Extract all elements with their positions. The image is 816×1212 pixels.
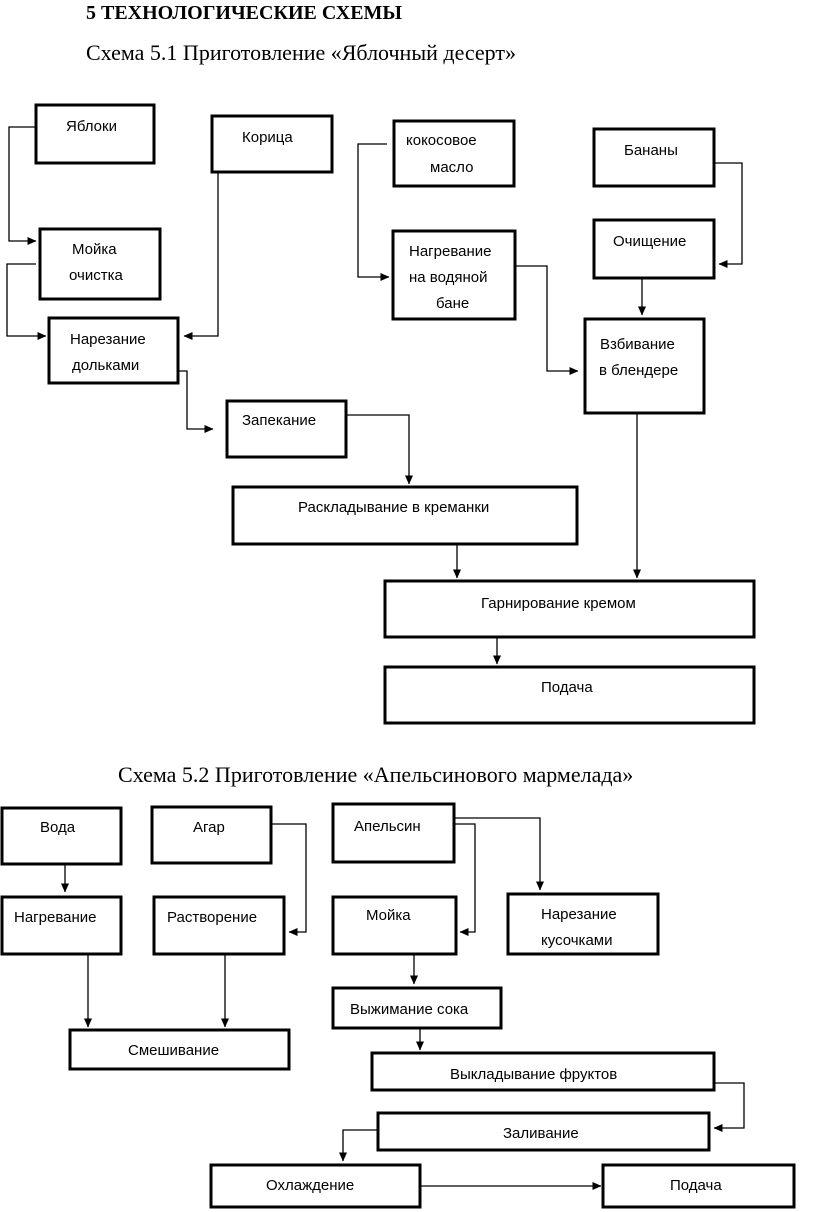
node-heating-label-1: Нагревание <box>409 243 491 260</box>
node-slicing-label-2: дольками <box>72 357 139 374</box>
node-mixing-label: Смешивание <box>128 1042 219 1059</box>
node-coconut-oil-label-2: масло <box>430 159 473 176</box>
node-whipping-label-1: Взбивание <box>600 336 675 353</box>
node-mixing <box>68 1028 291 1071</box>
node-pouring <box>376 1111 711 1152</box>
node-laying-fruit-label: Выкладывание фруктов <box>450 1066 617 1083</box>
node-agar-label: Агар <box>193 819 225 836</box>
edge-slicing-baking <box>178 370 214 433</box>
node-washing-label-2: очистка <box>69 267 123 284</box>
node-dissolving <box>152 895 286 956</box>
node-washing-2-label: Мойка <box>366 907 411 924</box>
node-agar <box>150 805 273 865</box>
node-heating-water-bath <box>391 229 517 321</box>
node-apples <box>34 103 156 165</box>
scheme-1-caption: Схема 5.1 Приготовление «Яблочный десерт… <box>86 40 516 65</box>
node-garnishing-label: Гарнирование кремом <box>481 595 636 612</box>
node-cooling-label: Охлаждение <box>266 1177 354 1194</box>
edge-cinnamon-slicing <box>183 172 219 340</box>
node-orange <box>331 802 456 864</box>
node-garnishing <box>383 579 756 639</box>
node-whipping-label-2: в блендере <box>599 362 678 379</box>
node-bananas-label: Бананы <box>624 142 678 159</box>
edge-heating-whipping <box>516 265 579 375</box>
node-juicing <box>331 986 503 1030</box>
node-serving-1-label: Подача <box>541 679 593 696</box>
node-laying-fruit <box>370 1051 716 1092</box>
node-pouring-label: Заливание <box>503 1125 579 1142</box>
node-arranging <box>231 485 579 546</box>
edge-baking-arranging <box>346 414 413 485</box>
scheme-1-diagram: Яблоки Корица кокосовое масло Бананы Мой… <box>6 103 756 725</box>
node-water-label: Вода <box>40 819 76 836</box>
node-heating-label-2: на водяной <box>409 269 488 286</box>
node-peeling-label: Очищение <box>613 233 686 250</box>
node-arranging-label: Раскладывание в креманки <box>298 499 489 516</box>
node-peeling <box>592 218 716 280</box>
node-serving-2-label: Подача <box>670 1177 722 1194</box>
node-apples-label: Яблоки <box>66 118 117 135</box>
edge-cooling-serving <box>418 1180 601 1186</box>
edge-bananas-peeling <box>714 162 743 268</box>
node-cutting-label-1: Нарезание <box>541 906 617 923</box>
edge-washing-slicing <box>6 263 47 340</box>
node-washing-2 <box>331 895 458 956</box>
edge-orange-washing <box>454 823 476 936</box>
node-cinnamon <box>210 114 334 174</box>
node-coconut-oil <box>392 119 516 188</box>
scheme-2-caption: Схема 5.2 Приготовление «Апельсинового м… <box>118 762 634 787</box>
node-water <box>0 806 123 866</box>
edge-apples-washing <box>8 126 37 245</box>
scheme-2-diagram: Вода Агар Апельсин Нагревание Растворени… <box>0 802 796 1209</box>
node-juicing-label: Выжимание сока <box>350 1001 469 1018</box>
node-baking <box>225 399 348 459</box>
edge-pouring-cooling <box>339 1129 378 1162</box>
edge-agar-dissolving <box>271 823 307 936</box>
node-baking-label: Запекание <box>242 412 316 429</box>
node-whipping <box>583 317 706 415</box>
node-heating-label-3: бане <box>436 295 469 312</box>
node-washing <box>38 227 162 301</box>
edge-laying-pouring <box>713 1082 745 1132</box>
node-coconut-oil-label-1: кокосовое <box>406 132 477 149</box>
node-cinnamon-label: Корица <box>242 129 293 146</box>
node-cooling <box>209 1163 422 1209</box>
node-orange-label: Апельсин <box>354 818 421 835</box>
node-cutting <box>506 892 660 956</box>
node-bananas <box>592 127 716 188</box>
node-washing-label-1: Мойка <box>72 241 117 258</box>
edge-orange-cutting <box>454 817 544 891</box>
node-heating <box>0 895 123 956</box>
section-heading: 5 ТЕХНОЛОГИЧЕСКИЕ СХЕМЫ <box>86 2 403 24</box>
node-slicing-label-1: Нарезание <box>70 331 146 348</box>
node-slicing <box>47 316 180 385</box>
node-serving-1 <box>383 665 756 725</box>
edge-heating-mixing <box>88 953 99 1027</box>
node-dissolving-label: Растворение <box>167 909 257 926</box>
node-heating-label: Нагревание <box>14 909 96 926</box>
edge-coconut-heating <box>357 143 390 281</box>
node-cutting-label-2: кусочками <box>541 932 612 949</box>
node-serving-2 <box>601 1163 796 1209</box>
